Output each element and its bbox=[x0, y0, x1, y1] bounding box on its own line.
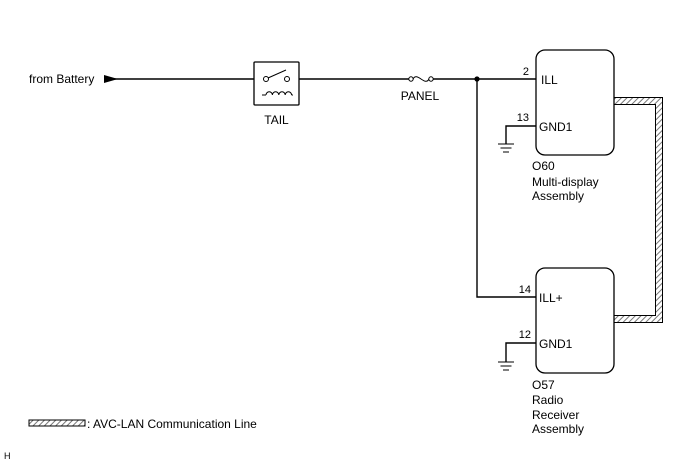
o60-name-line2: Assembly bbox=[532, 189, 584, 203]
o57-pin-ill-plus-name: ILL+ bbox=[539, 291, 563, 305]
o57-pin-ill-plus-number: 14 bbox=[519, 284, 531, 296]
relay-switch-contact-icon bbox=[267, 69, 287, 79]
o60-pin-ill-number: 2 bbox=[523, 66, 529, 78]
legend-label: : AVC-LAN Communication Line bbox=[87, 417, 257, 431]
avc-lan-line bbox=[614, 98, 662, 322]
o57-ground-icon bbox=[498, 361, 514, 371]
o60-pin-ill-name: ILL bbox=[541, 73, 558, 87]
o60-ground-icon bbox=[498, 143, 514, 153]
avc-lan-line-outline bbox=[614, 97, 663, 323]
from-battery-label: from Battery bbox=[29, 72, 94, 86]
o60-pin-gnd-name: GND1 bbox=[539, 120, 573, 134]
o57-name-line2: Receiver bbox=[532, 408, 579, 422]
relay-label: TAIL bbox=[264, 113, 289, 127]
fuse-icon bbox=[412, 76, 430, 82]
o60-id-label: O60 bbox=[532, 159, 555, 173]
o57-pin-gnd-name: GND1 bbox=[539, 337, 573, 351]
o57-id-label: O57 bbox=[532, 378, 555, 392]
o60-multi-display-box bbox=[535, 49, 615, 156]
corner-mark: H bbox=[4, 451, 11, 461]
relay-coil-icon bbox=[265, 91, 293, 96]
panel-fuse bbox=[408, 76, 434, 82]
o57-ground-wire bbox=[505, 342, 536, 362]
tail-relay bbox=[253, 61, 300, 106]
o57-radio-receiver-box bbox=[535, 267, 615, 374]
o57-name-line3: Assembly bbox=[532, 422, 584, 436]
fuse-label: PANEL bbox=[401, 89, 440, 103]
o60-pin-gnd-number: 13 bbox=[517, 112, 529, 124]
o60-name-line1: Multi-display bbox=[532, 175, 599, 189]
o57-pin-gnd-number: 12 bbox=[519, 329, 531, 341]
junction-to-ill-plus-wire bbox=[476, 79, 536, 298]
o57-name-line1: Radio bbox=[532, 393, 564, 407]
legend-avc-lan-swatch bbox=[28, 419, 86, 427]
o60-ground-wire bbox=[505, 125, 536, 144]
